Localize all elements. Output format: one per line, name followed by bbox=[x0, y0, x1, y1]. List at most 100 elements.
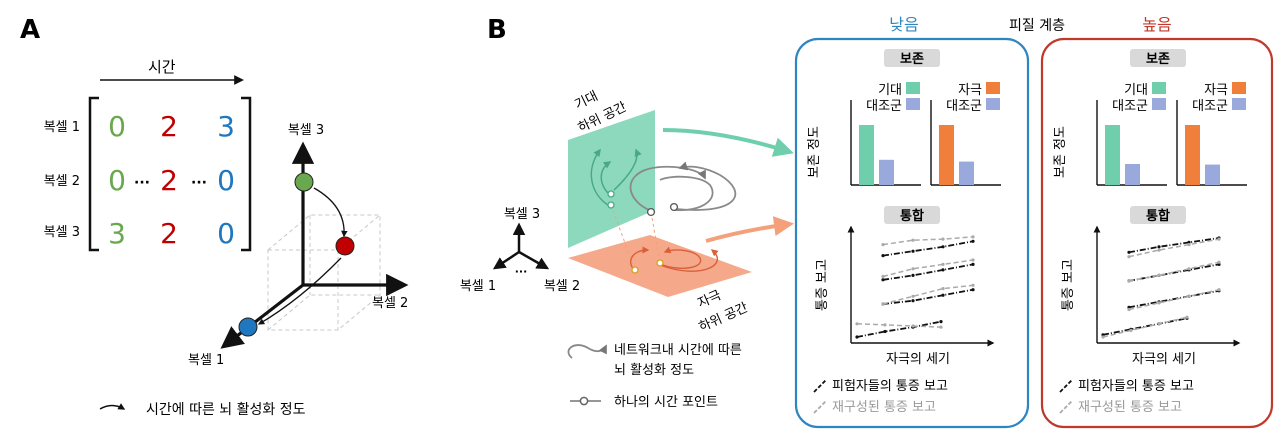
integrate-y-label: 통증 보고 bbox=[1061, 259, 1076, 311]
bar-legend-label: 대조군 bbox=[946, 99, 982, 114]
matrix-ellipsis: ··· bbox=[134, 175, 150, 191]
mini-axis-right-label: 복셀 2 bbox=[544, 279, 580, 294]
matrix-value: 0 bbox=[217, 217, 235, 250]
matrix-ellipsis: ··· bbox=[191, 175, 207, 191]
bar-legend-swatch bbox=[986, 98, 1000, 110]
preserve-title: 보존 bbox=[900, 52, 924, 67]
mini-axes: 복셀 3 복셀 1 복셀 2 ··· bbox=[460, 207, 580, 294]
line-point bbox=[941, 268, 945, 272]
line-point bbox=[939, 320, 943, 324]
voxel-3-row-label: 복셀 3 bbox=[44, 225, 80, 240]
line-point bbox=[1127, 307, 1131, 312]
line-point bbox=[1157, 322, 1161, 326]
line-point bbox=[971, 288, 975, 292]
line-point bbox=[911, 324, 915, 328]
line-point bbox=[1157, 273, 1161, 277]
line-point bbox=[1129, 328, 1133, 332]
expect-plane-label-1: 기대 bbox=[572, 89, 600, 113]
legend-brain-activity: 시간에 따른 뇌 활성화 정도 bbox=[146, 402, 306, 418]
line-series-segment bbox=[882, 240, 974, 257]
bar bbox=[859, 125, 874, 185]
timepoint-1-dot bbox=[294, 172, 314, 192]
axis-voxel-3-label: 복셀 3 bbox=[288, 123, 324, 138]
bar bbox=[1105, 125, 1120, 185]
line-point bbox=[883, 323, 887, 327]
line-series-segment bbox=[856, 320, 942, 338]
bar-legend-label: 대조군 bbox=[1192, 99, 1228, 114]
axis-voxel-2-label: 복셀 2 bbox=[372, 296, 408, 311]
trajectory-legend-icon bbox=[567, 344, 607, 359]
line-point bbox=[1187, 267, 1191, 271]
integrate-title: 통합 bbox=[900, 208, 924, 224]
line-series-segment bbox=[1128, 261, 1220, 282]
line-point bbox=[971, 283, 975, 287]
bar-legend-swatch bbox=[1232, 98, 1246, 110]
line-point bbox=[1157, 245, 1161, 249]
line-series-segment bbox=[882, 263, 974, 281]
subject-report-legend: 피험자들의 통증 보고 bbox=[1078, 379, 1194, 394]
preserve-title-bg bbox=[884, 49, 940, 67]
bar-legend-label: 대조군 bbox=[866, 99, 902, 114]
preserve-title: 보존 bbox=[1146, 52, 1170, 67]
timepoint-legend-dot bbox=[579, 396, 589, 406]
bar bbox=[959, 161, 974, 185]
low-hierarchy-label: 낮음 bbox=[889, 15, 918, 34]
line-point bbox=[1187, 240, 1191, 244]
line-series-segment bbox=[882, 236, 974, 246]
bar bbox=[879, 159, 894, 185]
timepoint-3-dot bbox=[238, 317, 258, 337]
line-point bbox=[1101, 333, 1105, 337]
legend-arrow-icon bbox=[99, 403, 126, 410]
line-point bbox=[941, 237, 945, 241]
line-point bbox=[911, 267, 915, 271]
line-point bbox=[911, 273, 915, 277]
trajectory-arrow-2 bbox=[257, 257, 342, 325]
line-point bbox=[911, 249, 915, 253]
mini-axis-up-label: 복셀 3 bbox=[504, 207, 540, 222]
legend-trajectory-1: 네트워크내 시간에 따른 bbox=[614, 343, 742, 358]
line-point bbox=[1101, 335, 1105, 339]
integrate-x-label: 자극의 세기 bbox=[886, 352, 950, 367]
network-trajectories bbox=[629, 161, 737, 213]
legend-timepoint: 하나의 시간 포인트 bbox=[614, 395, 718, 410]
line-point bbox=[941, 262, 945, 266]
voxel-1-row-label: 복셀 1 bbox=[44, 120, 80, 135]
line-point bbox=[881, 302, 885, 306]
matrix-value: 2 bbox=[160, 217, 178, 250]
bar-legend-label: 기대 bbox=[878, 83, 902, 98]
legend-trajectory-2: 뇌 활성화 정도 bbox=[614, 363, 694, 378]
line-point bbox=[855, 335, 859, 339]
bar-legend-label: 대조군 bbox=[1112, 99, 1148, 114]
line-point bbox=[881, 274, 885, 279]
line-point bbox=[971, 262, 975, 266]
line-point bbox=[1217, 288, 1221, 292]
matrix-value: 2 bbox=[160, 164, 178, 197]
matrix-right-bracket bbox=[241, 96, 252, 252]
line-series-segment bbox=[882, 284, 974, 305]
recon-report-legend-line bbox=[1059, 400, 1073, 414]
bar-legend-swatch bbox=[906, 98, 920, 110]
bar bbox=[1125, 164, 1140, 185]
timepoint-markers bbox=[607, 190, 679, 274]
line-point bbox=[855, 322, 859, 326]
line-series-segment bbox=[1128, 288, 1220, 311]
subject-report-legend-line bbox=[1059, 379, 1073, 393]
line-series-segment bbox=[882, 288, 974, 305]
matrix-value: 0 bbox=[108, 164, 126, 197]
low-hierarchy-box bbox=[794, 37, 1030, 429]
expect-to-box-arrow bbox=[662, 128, 794, 157]
line-point bbox=[1157, 301, 1161, 305]
line-point bbox=[1217, 237, 1221, 241]
high-hierarchy-box bbox=[1040, 37, 1274, 429]
line-point bbox=[941, 287, 945, 291]
matrix-value: 3 bbox=[217, 110, 235, 143]
line-point bbox=[941, 245, 945, 249]
line-point bbox=[941, 293, 945, 297]
line-point bbox=[1187, 243, 1191, 247]
voxel-2-row-label: 복셀 2 bbox=[44, 174, 80, 189]
expectation-subspace-plane bbox=[568, 110, 655, 248]
projection-lines bbox=[610, 204, 661, 271]
subject-report-legend: 피험자들의 통증 보고 bbox=[832, 379, 948, 394]
matrix-left-bracket bbox=[88, 96, 99, 252]
